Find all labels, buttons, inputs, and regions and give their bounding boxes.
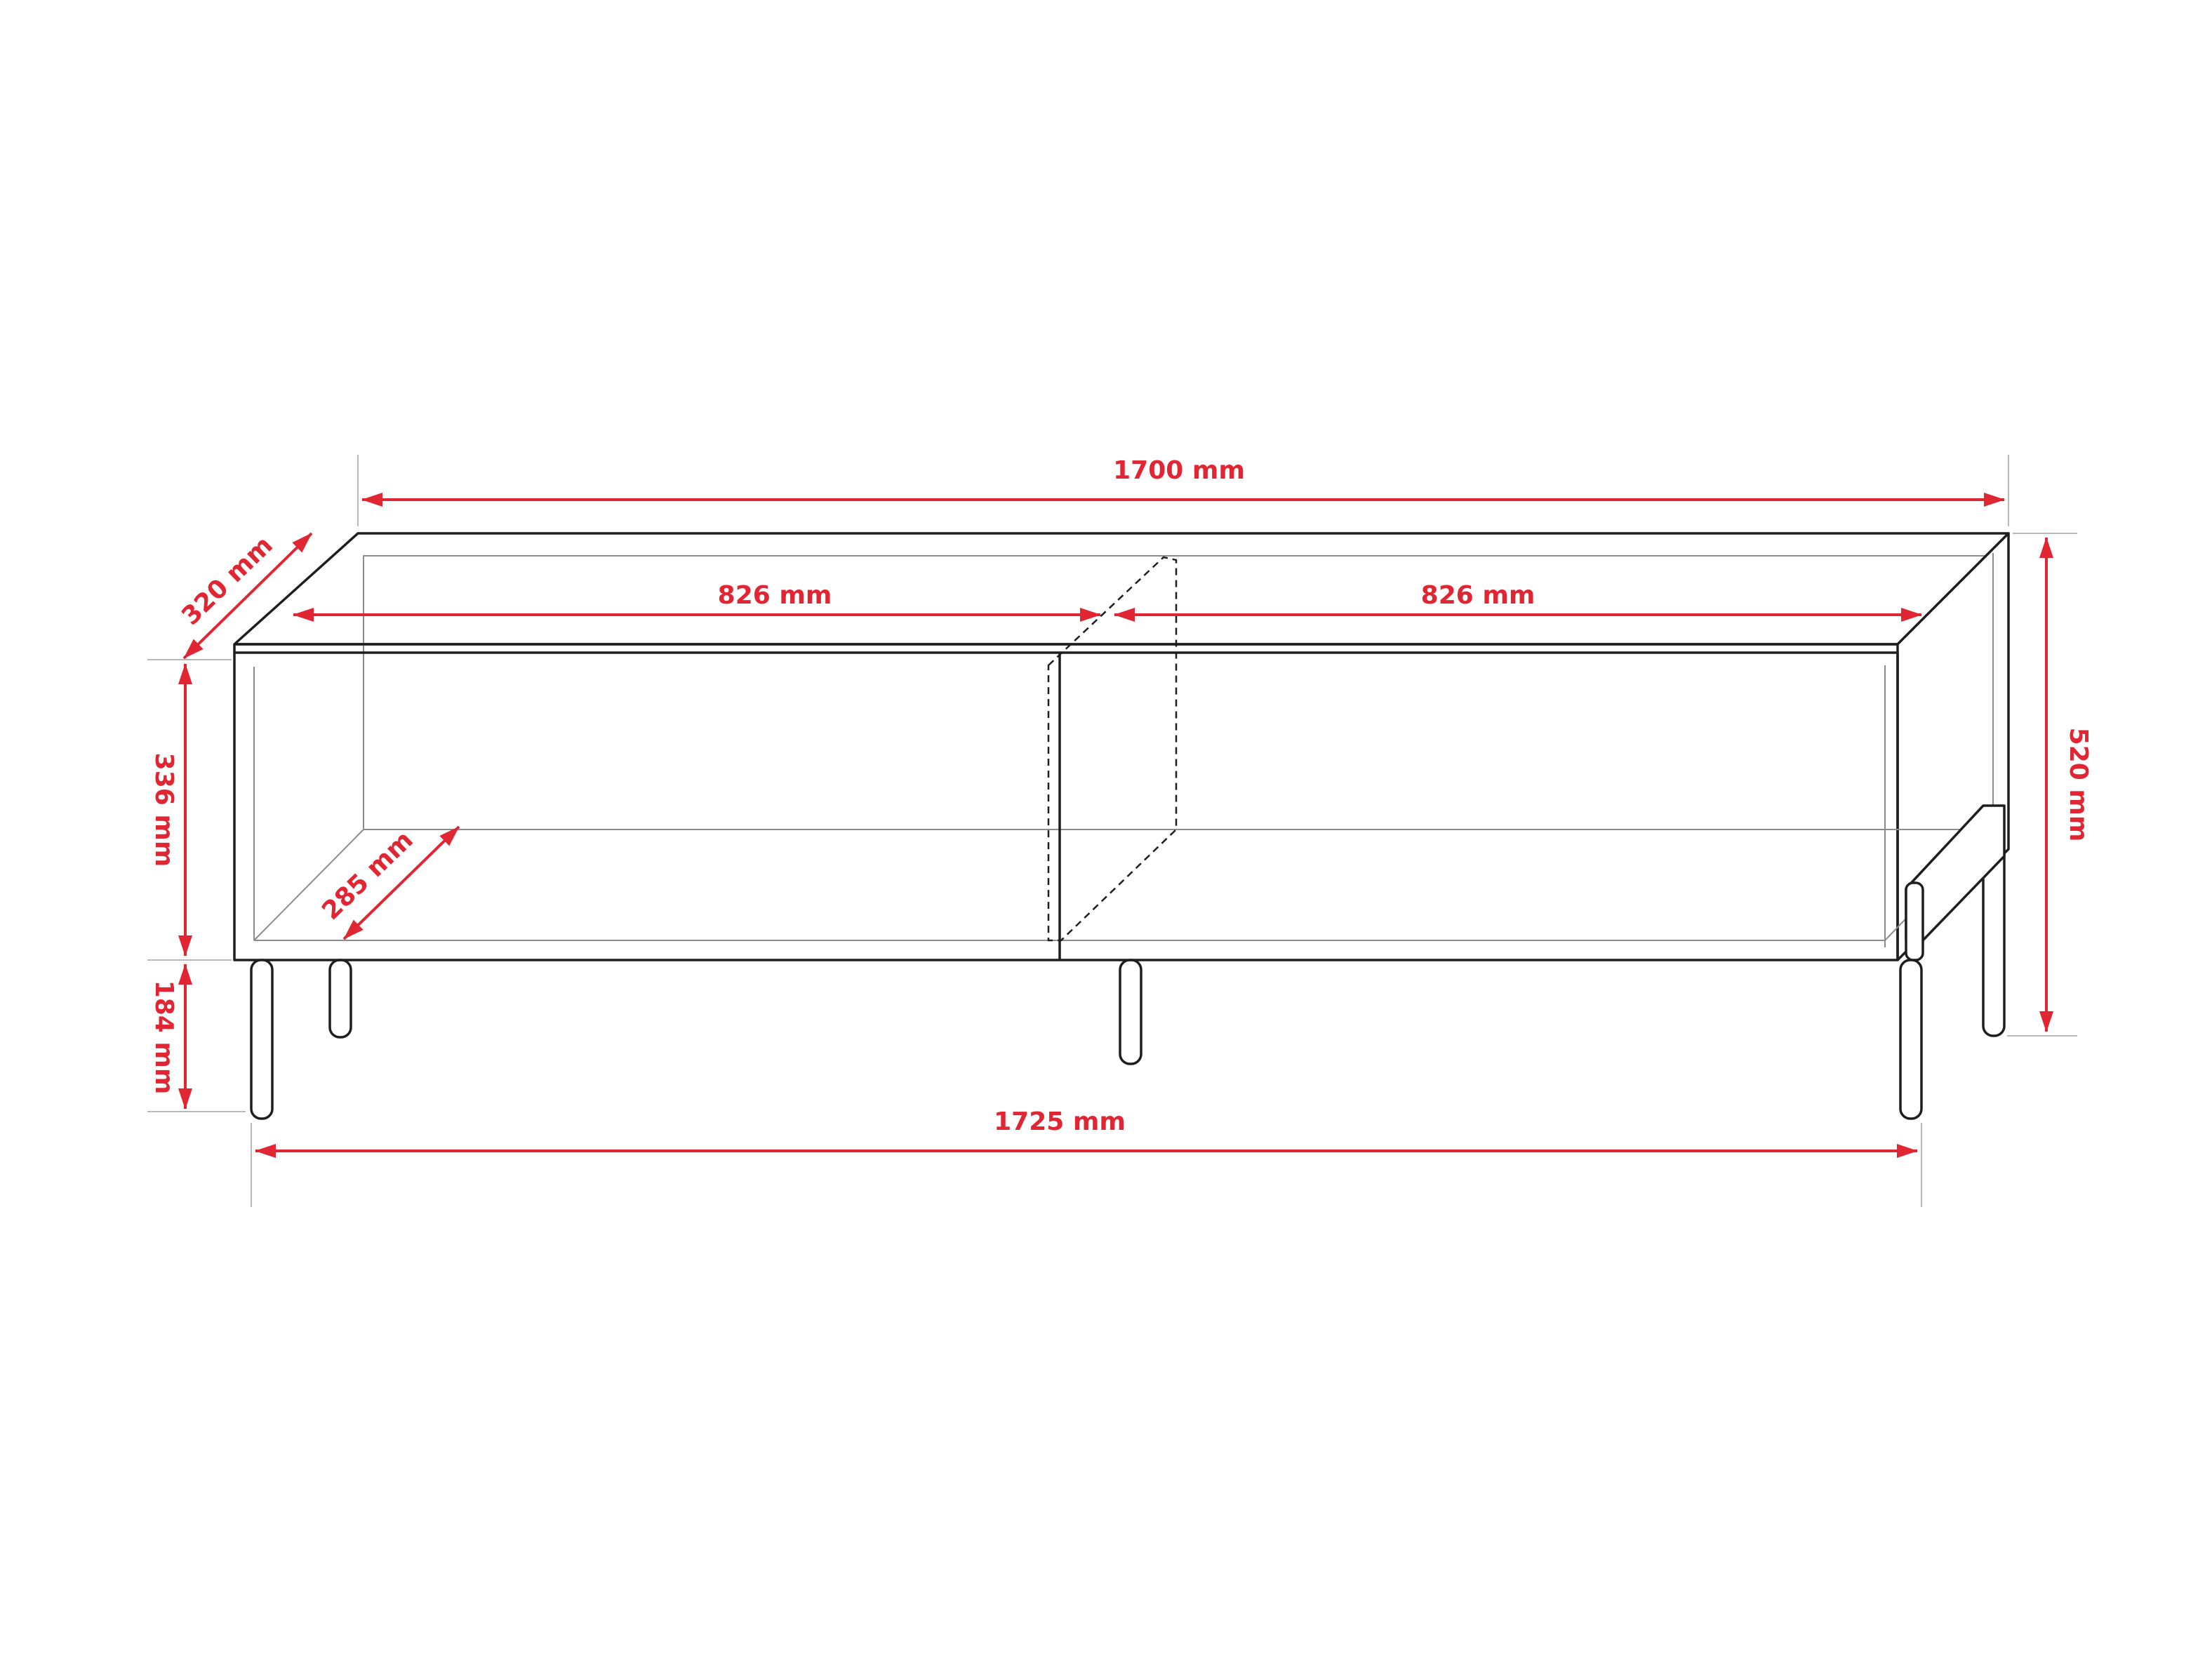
dim-arrow-inner-depth <box>342 825 460 940</box>
back-left-leg <box>328 959 352 1039</box>
cabinet-top-surface <box>233 532 2010 646</box>
label-total-height: 520 mm <box>2064 728 2093 842</box>
label-left-compartment: 826 mm <box>718 581 832 610</box>
dim-arrow-depth <box>182 532 313 660</box>
label-inner-depth: 285 mm <box>317 825 419 926</box>
center-divider-hidden <box>1047 556 1178 942</box>
label-body-height: 336 mm <box>149 753 178 867</box>
right-leg-post <box>1905 881 1924 961</box>
dimension-arrows <box>178 493 2053 1158</box>
cabinet-front-face <box>233 651 1899 961</box>
cabinet <box>233 532 2010 1120</box>
front-right-leg <box>1899 959 1923 1120</box>
back-middle-leg <box>1119 959 1142 1065</box>
label-leg-height: 184 mm <box>149 980 178 1095</box>
label-right-compartment: 826 mm <box>1421 581 1535 610</box>
extension-lines <box>147 455 2077 1207</box>
label-top-width: 1700 mm <box>1113 456 1245 485</box>
front-left-leg <box>250 959 274 1120</box>
label-bottom-width: 1725 mm <box>994 1107 1126 1136</box>
